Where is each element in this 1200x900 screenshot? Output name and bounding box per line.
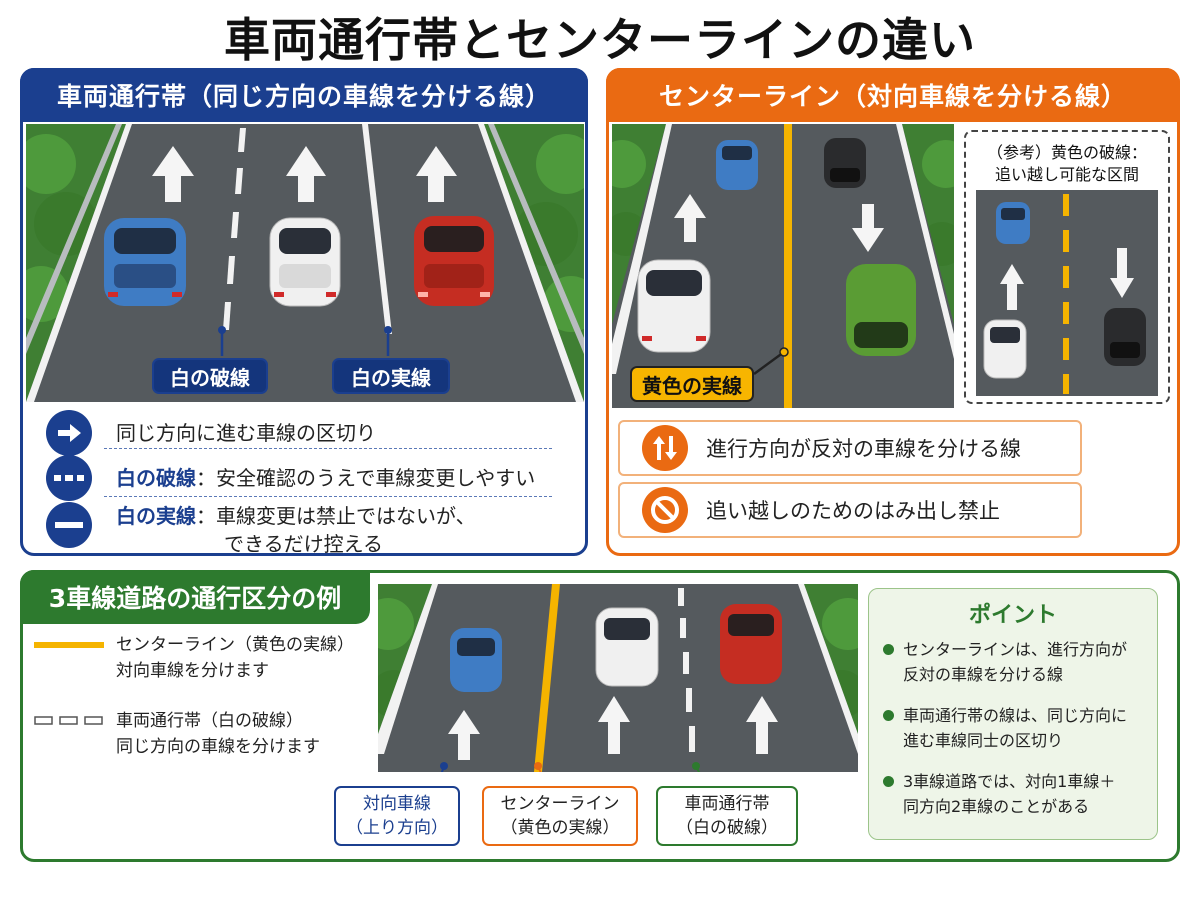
bullet-icon: [883, 710, 894, 721]
blue-car: [104, 218, 186, 306]
centerline-panel-header: センターライン（対向車線を分ける線）: [606, 68, 1180, 122]
lane-label: 車両通行帯: [684, 794, 770, 814]
yellow-solid-callout: 黄色の実線: [630, 366, 754, 402]
dashed-line-icon: [46, 455, 92, 501]
white-car: [595, 607, 659, 687]
legend-direction-text: 同じ方向に進む車線の区切り: [116, 421, 376, 445]
legend-solid-text: ：車線変更は禁止ではないが、: [196, 504, 476, 528]
solid-line-icon: [46, 502, 92, 548]
point-item: 車両通行帯の線は、同じ方向に 進む車線同士の区切り: [883, 703, 1153, 753]
black-car: [1104, 308, 1146, 366]
point-item: センターラインは、進行方向が 反対の車線を分ける線: [883, 637, 1153, 687]
opposite-arrows-icon: [642, 425, 688, 471]
point-title: ポイント: [968, 603, 1057, 628]
lane-sub: （白の破線）: [676, 818, 778, 838]
legend-dashed-text: ：安全確認のうえで車線変更しやすい: [196, 466, 536, 490]
reference-subtitle: 追い越し可能な区間: [994, 165, 1139, 184]
legend-row-solid: 白の実線：車線変更は禁止ではないが、 できるだけ控える: [46, 502, 476, 558]
point-box: ポイント センターラインは、進行方向が 反対の車線を分ける線 車両通行帯の線は、…: [868, 588, 1158, 840]
legend-centerline-text: センターライン（黄色の実線）: [116, 635, 354, 655]
yellow-line-legend-icon: [34, 642, 104, 648]
bullet-icon: [883, 644, 894, 655]
passing-zone-illustration: [976, 190, 1158, 396]
legend-centerline-desc: 対向車線を分けます: [116, 661, 269, 681]
white-car: [637, 259, 711, 353]
prohibited-icon: [642, 487, 688, 533]
oncoming-lane-label: 対向車線: [363, 794, 431, 814]
lane-callout: 車両通行帯 （白の破線）: [656, 786, 798, 846]
white-car: [269, 217, 341, 307]
page-title: 車両通行帯とセンターラインの違い: [224, 13, 976, 67]
legend-row-dashed: 白の破線：安全確認のうえで車線変更しやすい: [46, 455, 535, 501]
opposite-direction-text: 進行方向が反対の車線を分ける線: [706, 437, 1021, 461]
example-road-illustration: [378, 584, 858, 772]
white-dashed-callout: 白の破線: [152, 358, 268, 394]
centerline-label: センターライン: [500, 794, 620, 814]
red-car: [414, 216, 494, 306]
blue-car: [996, 202, 1030, 244]
legend-divider: [104, 496, 552, 497]
centerline-sub: （黄色の実線）: [500, 818, 620, 838]
example-panel-header: 3車線道路の通行区分の例: [20, 570, 370, 624]
point-item: 3車線道路では、対向1車線＋ 同方向2車線のことがある: [883, 769, 1153, 819]
opposite-direction-box: 進行方向が反対の車線を分ける線: [618, 420, 1082, 476]
bullet-icon: [883, 776, 894, 787]
legend-solid-label: 白の実線: [116, 504, 196, 528]
legend-divider: [104, 448, 552, 449]
oncoming-lane-callout: 対向車線 （上り方向）: [334, 786, 460, 846]
white-car: [983, 319, 1027, 379]
no-passing-box: 追い越しのためのはみ出し禁止: [618, 482, 1082, 538]
legend-row-direction: 同じ方向に進む車線の区切り: [46, 410, 376, 456]
black-car: [824, 138, 866, 188]
three-lane-road-illustration: [26, 124, 584, 402]
centerline-callout: センターライン （黄色の実線）: [482, 786, 638, 846]
blue-car: [716, 140, 758, 190]
reference-title: （参考）黄色の破線：: [986, 143, 1147, 162]
legend-lane-desc: 同じ方向の車線を分けます: [116, 737, 320, 757]
legend-solid-text-2: できるだけ控える: [224, 532, 383, 556]
dashed-line-legend-icon: [34, 716, 103, 725]
legend-dashed-label: 白の破線: [116, 466, 196, 490]
white-solid-callout: 白の実線: [332, 358, 450, 394]
arrow-right-icon: [46, 410, 92, 456]
lane-panel-header: 車両通行帯（同じ方向の車線を分ける線）: [20, 68, 588, 122]
red-car: [720, 604, 782, 684]
two-way-road-illustration: [612, 124, 954, 408]
no-passing-text: 追い越しのためのはみ出し禁止: [706, 499, 1000, 523]
green-car: [846, 264, 916, 356]
oncoming-lane-sub: （上り方向）: [346, 818, 448, 838]
legend-lane-text: 車両通行帯（白の破線）: [116, 711, 303, 731]
blue-car: [450, 628, 502, 692]
